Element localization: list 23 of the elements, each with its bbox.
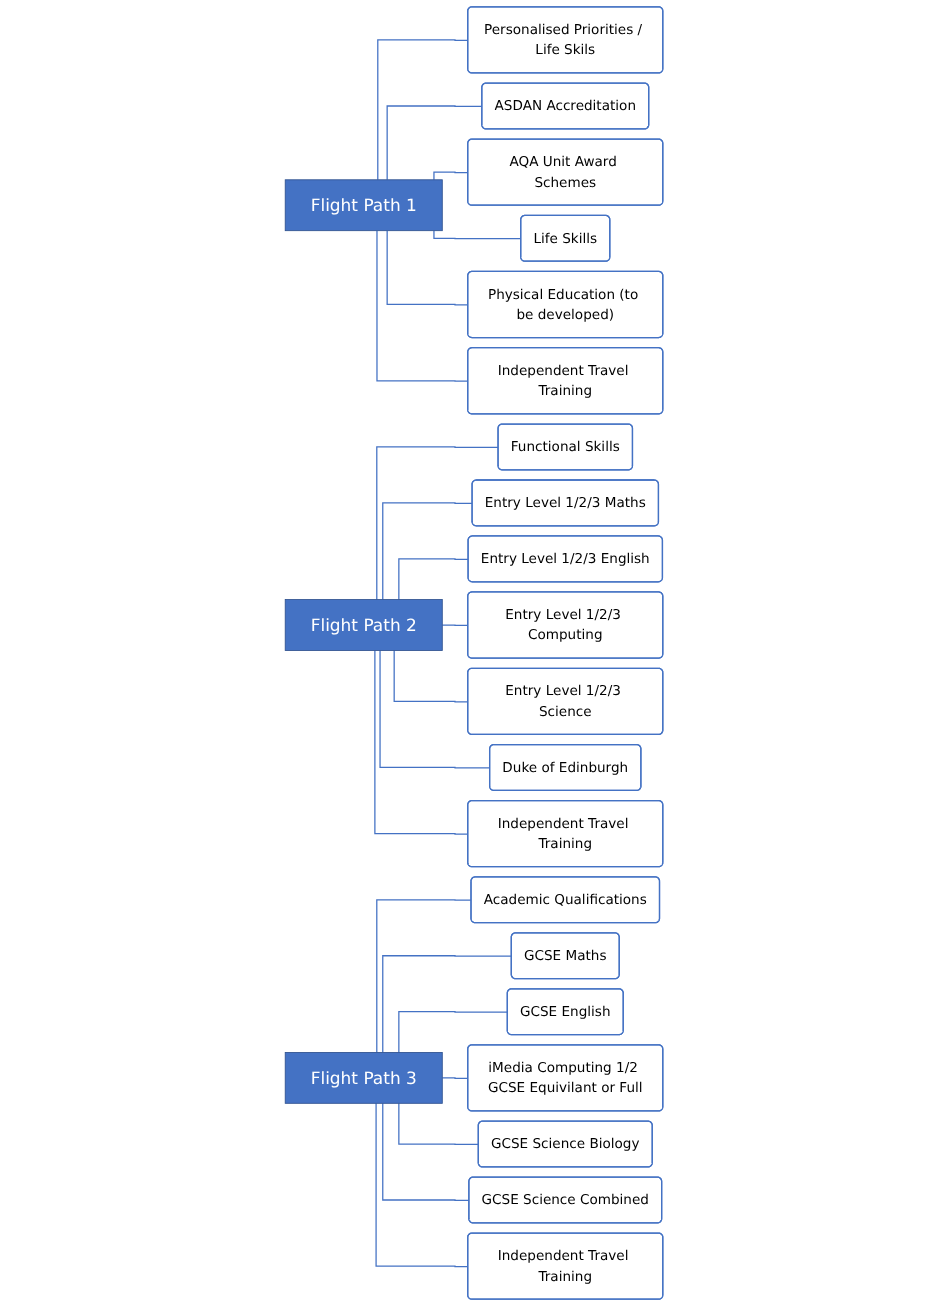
connector xyxy=(382,1102,470,1202)
connector xyxy=(376,230,469,382)
connector xyxy=(375,1102,469,1268)
connector xyxy=(393,649,469,703)
connector xyxy=(382,502,474,601)
connector xyxy=(441,624,469,627)
connector xyxy=(386,105,483,181)
connector xyxy=(441,1077,469,1079)
connector xyxy=(398,1102,480,1146)
connector xyxy=(377,39,469,181)
connector xyxy=(376,899,473,1054)
node-box: Flight Path 1 xyxy=(284,179,443,232)
connector xyxy=(398,558,470,601)
node-box: Flight Path 2 xyxy=(284,599,443,651)
connector xyxy=(386,230,469,306)
connector xyxy=(433,171,469,181)
connector xyxy=(433,230,522,240)
connector xyxy=(376,446,500,601)
node-box: Flight Path 3 xyxy=(284,1052,443,1104)
connector xyxy=(398,1011,509,1054)
connector xyxy=(382,955,513,1054)
connector xyxy=(374,649,469,835)
connector xyxy=(379,649,491,769)
